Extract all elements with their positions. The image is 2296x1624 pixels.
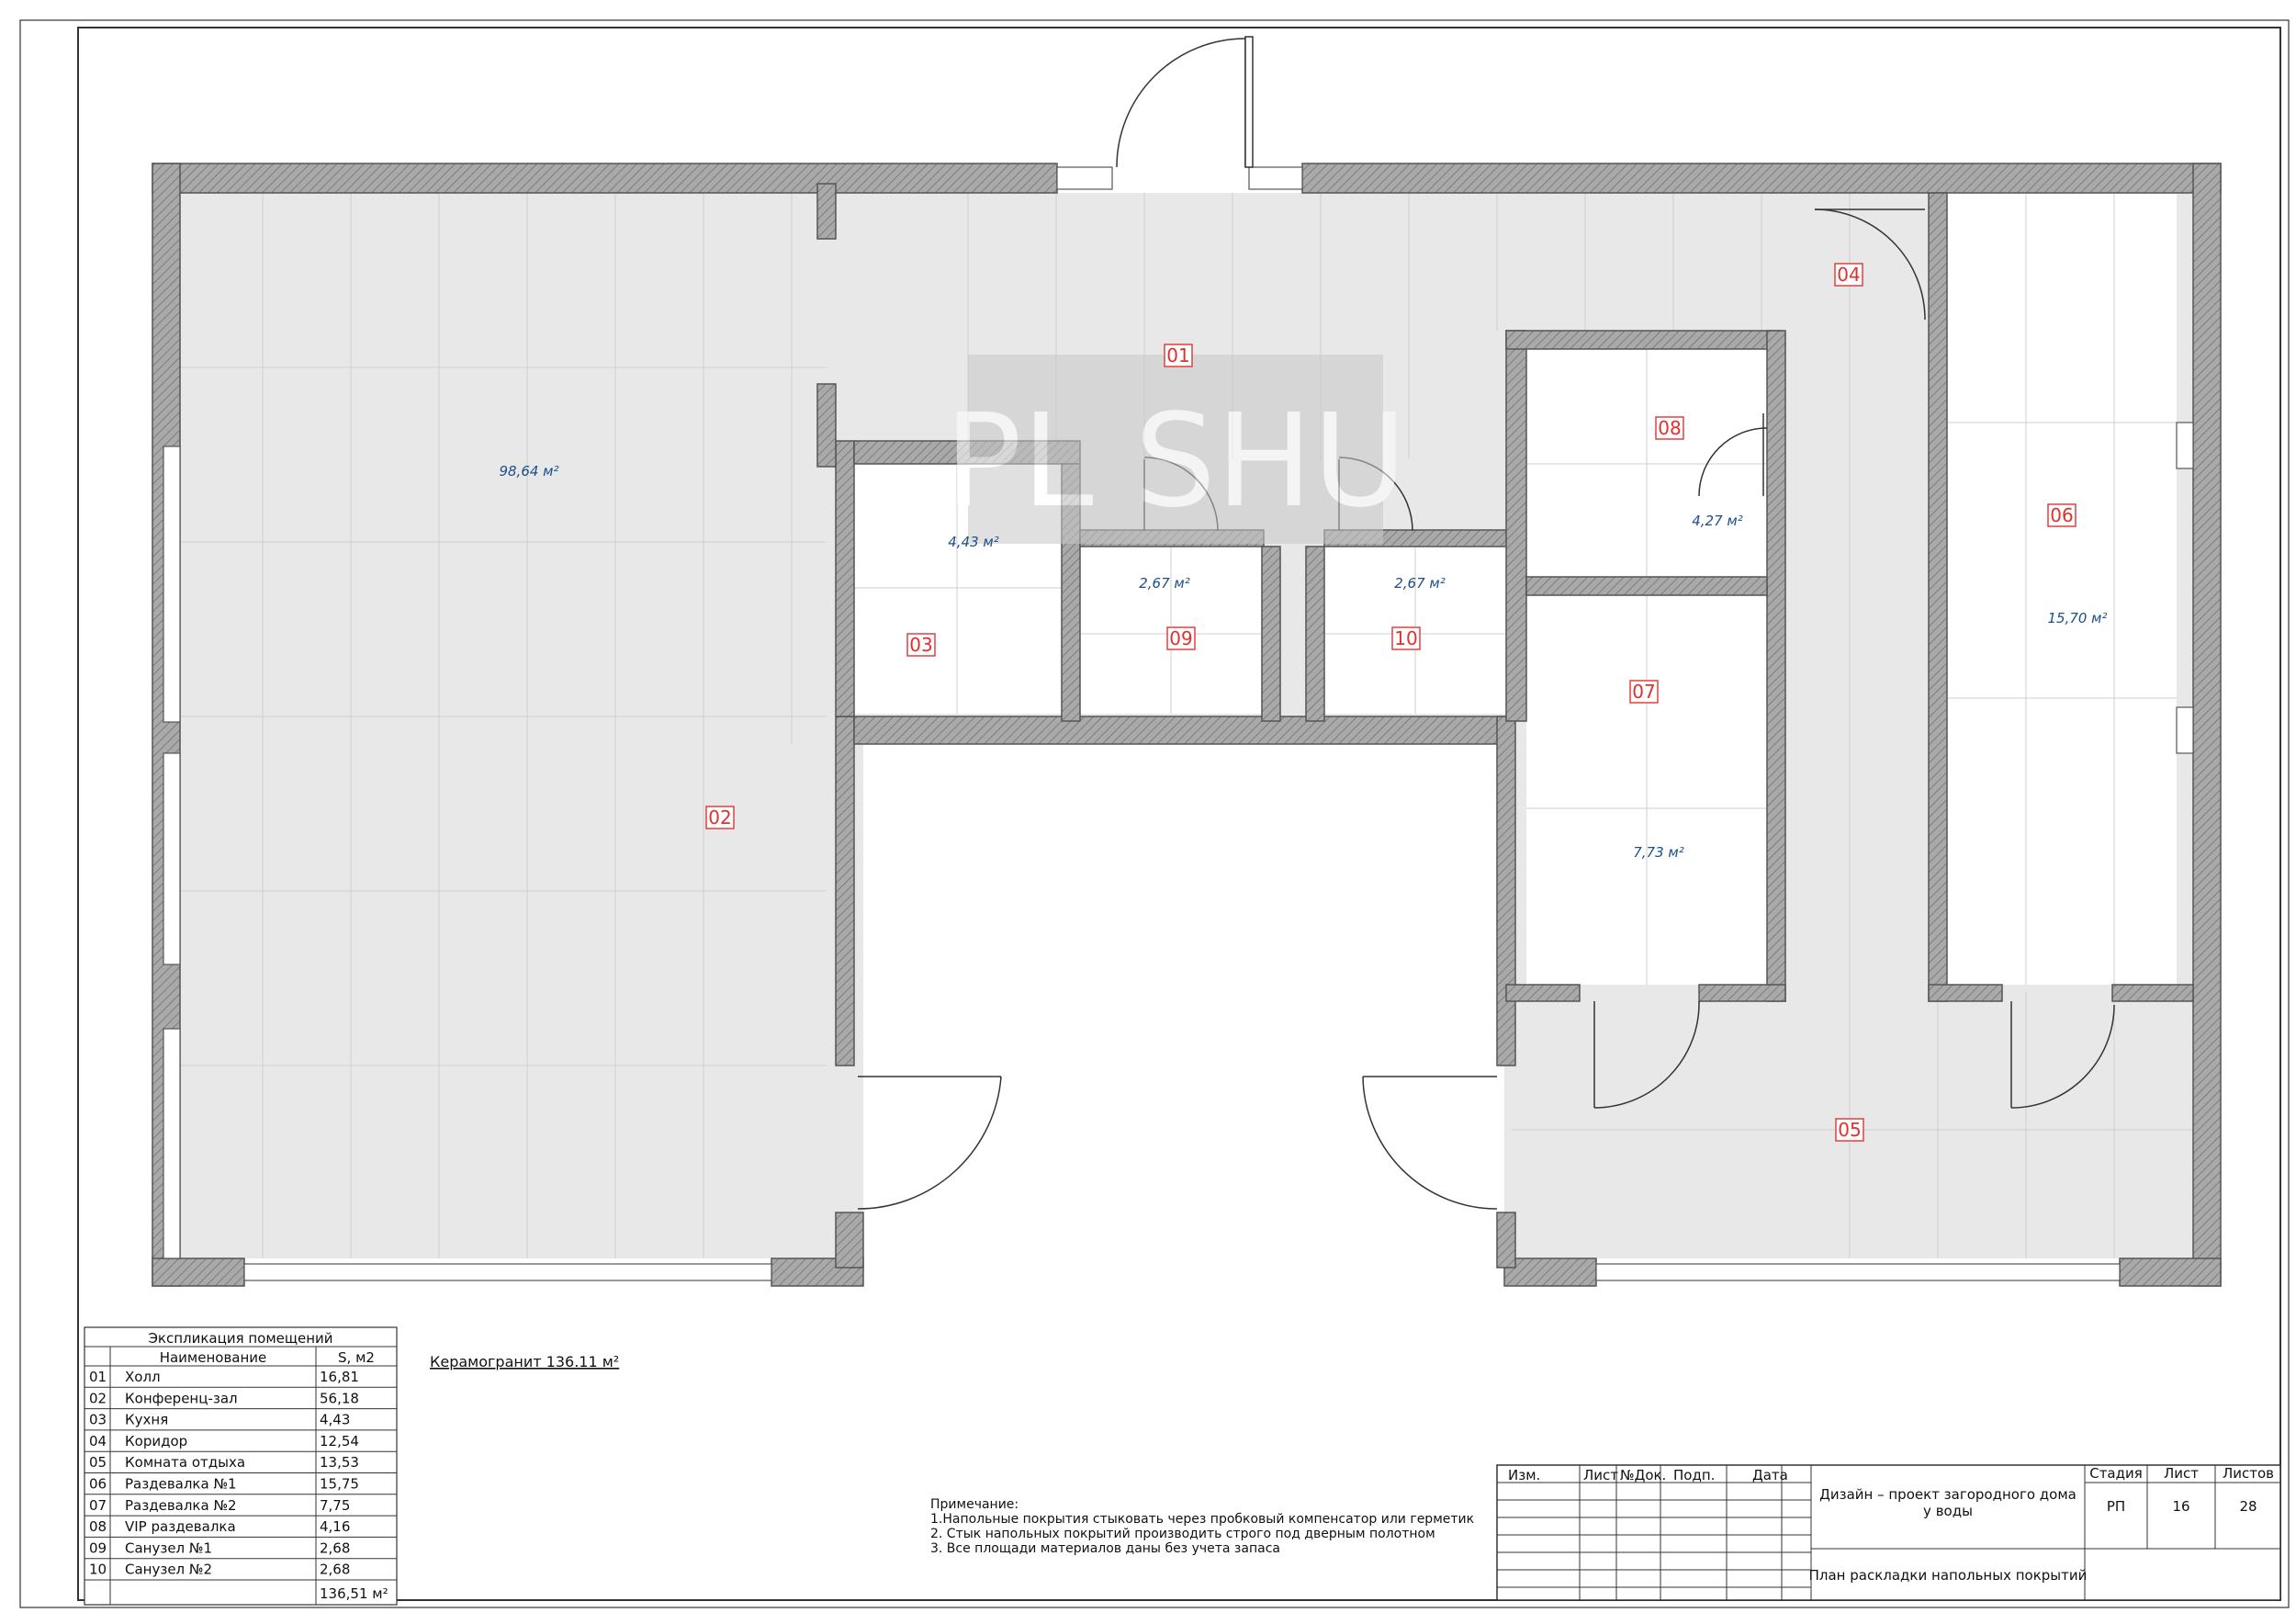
notes: Примечание: 1.Напольные покрытия стыкова… (930, 1497, 1474, 1556)
explication-row-name: Раздевалка №2 (125, 1497, 237, 1514)
explication-row-no: 05 (89, 1454, 107, 1471)
room-tag-box-05 (1835, 1118, 1864, 1142)
explication-row-name: Раздевалка №1 (125, 1476, 237, 1493)
explication-row-name: Коридор (125, 1433, 187, 1449)
explication-row-no: 10 (89, 1562, 107, 1578)
room-tag-box-08 (1655, 416, 1684, 440)
explication-row-name: Санузел №2 (125, 1562, 212, 1578)
sheets-value: 28 (2239, 1498, 2257, 1515)
explication-row-no: 08 (89, 1518, 107, 1535)
explication-table: Экспликация помещений Наименование S, м2… (84, 1326, 398, 1606)
explication-row-area: 7,75 (320, 1497, 350, 1514)
room-tag-box-07 (1629, 680, 1659, 704)
explication-row-name: Комната отдыха (125, 1454, 245, 1471)
explication-row-area: 56,18 (320, 1390, 359, 1406)
room-tag-10: 10 (1394, 627, 1417, 649)
sheet-header: Лист (2164, 1465, 2199, 1482)
room-tag-box-04 (1834, 263, 1863, 287)
explication-row-area: 4,43 (320, 1412, 350, 1428)
explication-row-no: 07 (89, 1497, 107, 1514)
explication-total: 136,51 м² (320, 1585, 388, 1602)
sheet-value: 16 (2172, 1498, 2189, 1515)
explication-row-area: 16,81 (320, 1369, 359, 1385)
explication-row-area: 13,53 (320, 1454, 359, 1471)
room-tag-07: 07 (1632, 681, 1655, 703)
explication-row-no: 04 (89, 1433, 107, 1449)
stamp-header-date: Дата (1752, 1467, 1788, 1483)
stamp-header-sign: Подп. (1673, 1467, 1715, 1483)
explication-row-area: 4,16 (320, 1518, 350, 1535)
explication-row-no: 01 (89, 1369, 107, 1385)
explication-col-area: S, м2 (338, 1349, 375, 1366)
stage-header: Стадия (2089, 1465, 2143, 1482)
room-tag-08: 08 (1658, 417, 1681, 439)
room-tag-box-01 (1164, 344, 1193, 367)
explication-row-name: Холл (125, 1369, 161, 1385)
room-tag-box-03 (906, 633, 936, 657)
room-tag-09: 09 (1169, 627, 1192, 649)
room-tag-box-02 (705, 806, 735, 829)
explication-row-no: 03 (89, 1412, 107, 1428)
explication-title: Экспликация помещений (148, 1330, 332, 1347)
room-tag-box-10 (1391, 626, 1421, 650)
explication-row-area: 15,75 (320, 1476, 359, 1493)
explication-row-area: 2,68 (320, 1539, 350, 1556)
explication-col-name: Наименование (160, 1349, 267, 1366)
explication-row-name: Кухня (125, 1412, 168, 1428)
stamp-header-change: Изм. (1508, 1467, 1540, 1483)
room-tag-box-06 (2047, 503, 2077, 527)
room-area-08: 4,27 м² (1692, 513, 1743, 529)
sheet-outer-frame (19, 19, 2290, 1608)
tile-grid (180, 193, 2193, 1258)
watermark: PL SHU (944, 355, 1407, 544)
explication-row-area: 2,68 (320, 1562, 350, 1578)
notes-title: Примечание: (930, 1497, 1019, 1512)
room-area-09: 2,67 м² (1139, 575, 1190, 592)
room-tag-01: 01 (1166, 344, 1189, 367)
sheet-inner-frame (77, 27, 2281, 1601)
room-tag-02: 02 (708, 806, 731, 829)
windows (163, 166, 2194, 1281)
project-title-2: у воды (1923, 1503, 1973, 1519)
explication-row-no: 02 (89, 1390, 107, 1406)
room-area-07: 7,73 м² (1633, 844, 1684, 861)
room-tag-06: 06 (2050, 504, 2073, 526)
room-tag-box-09 (1166, 626, 1196, 650)
room-tag-03: 03 (909, 634, 932, 656)
explication-row-name: Санузел №1 (125, 1539, 212, 1556)
notes-line-2: 2. Стык напольных покрытий производить с… (930, 1527, 1435, 1541)
room-tag-05: 05 (1838, 1119, 1861, 1141)
room-area-03: 4,43 м² (948, 534, 999, 550)
stamp-header-sheet: Лист (1583, 1467, 1618, 1483)
explication-row-name: Конференц-зал (125, 1390, 238, 1406)
explication-row-no: 09 (89, 1539, 107, 1556)
title-block: Изм. Лист №Док. Подп. Дата Дизайн – прое… (1496, 1464, 2281, 1601)
project-title-1: Дизайн – проект загородного дома (1819, 1486, 2077, 1503)
room-tag-04: 04 (1837, 264, 1860, 286)
notes-line-1: 1.Напольные покрытия стыковать через про… (930, 1512, 1474, 1527)
sheets-header: Листов (2223, 1465, 2274, 1482)
material-label: Керамогранит 136.11 м² (430, 1353, 619, 1370)
stage-value: РП (2107, 1498, 2125, 1515)
room-area-06: 15,70 м² (2047, 610, 2107, 626)
stamp-header-doc: №Док. (1620, 1467, 1666, 1483)
explication-row-name: VIP раздевалка (125, 1518, 236, 1535)
drawing-name: План раскладки напольных покрытий (1809, 1567, 2088, 1584)
notes-line-3: 3. Все площади материалов даны без учета… (930, 1541, 1280, 1556)
explication-row-area: 12,54 (320, 1433, 359, 1449)
room-area-02: 98,64 м² (499, 463, 558, 479)
room-area-10: 2,67 м² (1394, 575, 1446, 592)
watermark-text: PL SHU (944, 387, 1407, 536)
room-tags: 01 02 98,64 м² 03 4,43 м² 04 05 06 15,70 м² 07 7,7… (499, 263, 2108, 1142)
explication-row-no: 06 (89, 1476, 107, 1493)
